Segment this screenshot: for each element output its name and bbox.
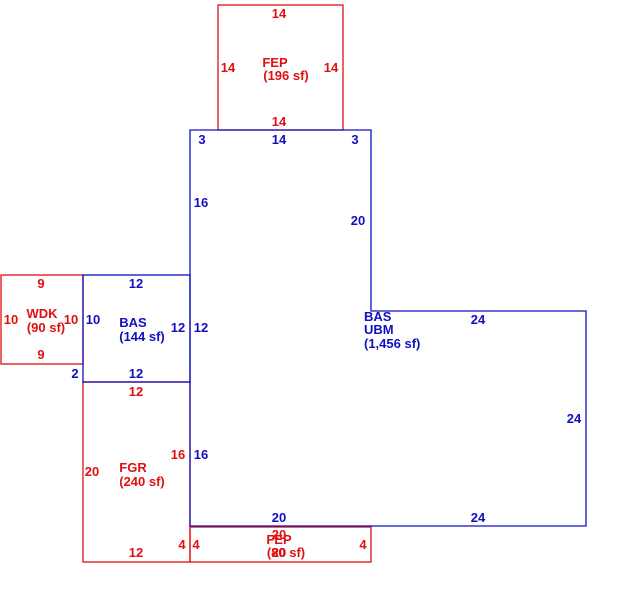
bas-main-dim-top-mid: 14 xyxy=(272,132,287,147)
bas-main-code-2: UBM xyxy=(364,322,394,337)
bas-main-dim-left-lower: 16 xyxy=(194,447,208,462)
wdk-dim-right: 10 xyxy=(64,312,78,327)
fep-bottom-area: (80 sf) xyxy=(267,545,305,560)
fgr-dim-right: 16 xyxy=(171,447,185,462)
fep-top-dim-right: 14 xyxy=(324,60,339,75)
wdk-dim-top: 9 xyxy=(37,276,44,291)
wdk-area: (90 sf) xyxy=(27,320,65,335)
fgr-code: FGR xyxy=(119,460,147,475)
bas-small-code: BAS xyxy=(119,315,147,330)
fep-top-code: FEP xyxy=(262,55,288,70)
bas-small-outline xyxy=(82,274,191,383)
bas-main-dim-bottom-right: 24 xyxy=(471,510,486,525)
fgr-area: (240 sf) xyxy=(119,474,165,489)
bas-main-dim-bottom-left: 20 xyxy=(272,510,286,525)
bas-small-dim-left: 10 xyxy=(86,312,100,327)
bas-main-dim-right-side: 24 xyxy=(567,411,582,426)
bas-main-dim-top-right: 3 xyxy=(351,132,358,147)
fep-bottom-dim-right: 4 xyxy=(359,537,367,552)
bas-main-dim-left-mid: 12 xyxy=(194,320,208,335)
fgr-dim-bottom: 12 xyxy=(129,545,143,560)
bas-main-dim-step-top: 24 xyxy=(471,312,486,327)
fep-top-dim-bottom: 14 xyxy=(272,114,287,129)
fep-top-dim-top: 14 xyxy=(272,6,287,21)
bas-main-dim-right-upper: 20 xyxy=(351,213,365,228)
bas-main-area: (1,456 sf) xyxy=(364,336,420,351)
bas-main-dim-top-left: 3 xyxy=(198,132,205,147)
fep-top-dim-left: 14 xyxy=(221,60,236,75)
wdk-dim-left: 10 xyxy=(4,312,18,327)
bas-small-dim-corner: 2 xyxy=(71,366,78,381)
fgr-dim-corner: 4 xyxy=(178,537,186,552)
bas-small-dim-bottom: 12 xyxy=(129,366,143,381)
fgr-dim-left: 20 xyxy=(85,464,99,479)
fep-bottom-dim-left: 4 xyxy=(192,537,200,552)
bas-main-outline xyxy=(189,129,587,527)
fep-bottom-dim-top: 20 xyxy=(272,527,286,542)
fep-bottom-code: FEP xyxy=(266,532,292,547)
fep-bottom-dim-bottom: 20 xyxy=(272,545,286,560)
wdk-code: WDK xyxy=(26,306,58,321)
fgr-dim-top: 12 xyxy=(129,384,143,399)
bas-small-dim-right: 12 xyxy=(171,320,185,335)
bas-small-dim-top: 12 xyxy=(129,276,143,291)
fep-top-area: (196 sf) xyxy=(263,68,309,83)
bas-small-area: (144 sf) xyxy=(119,329,165,344)
wdk-dim-bottom: 9 xyxy=(37,347,44,362)
bas-main-code-1: BAS xyxy=(364,309,392,324)
bas-main-dim-left-upper: 16 xyxy=(194,195,208,210)
fep-bottom-outline xyxy=(189,526,372,563)
